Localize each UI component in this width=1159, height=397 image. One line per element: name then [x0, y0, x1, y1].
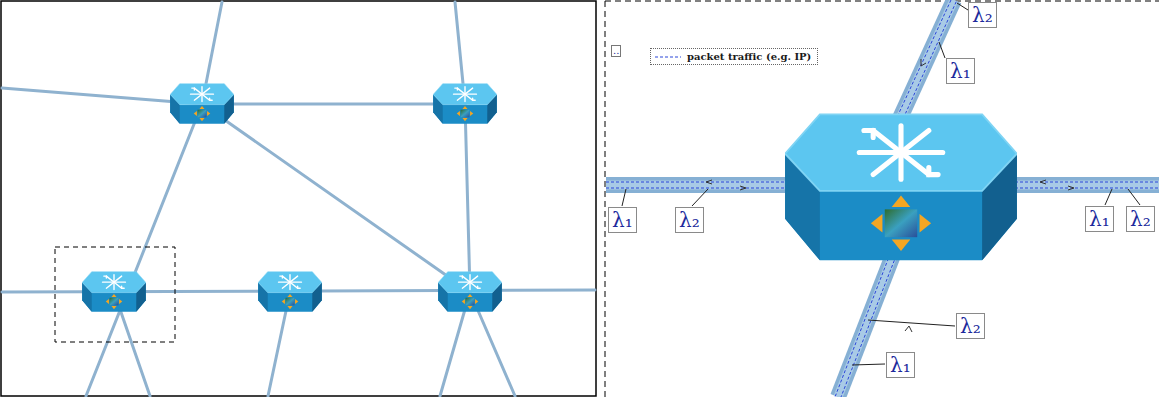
wavelength-box: λ₂ [968, 2, 997, 28]
wavelength-label: λ₁ [890, 353, 911, 377]
wavelength-label: λ₁ [950, 59, 971, 83]
wavelength-box: λ₂ [956, 313, 985, 339]
wavelength-label: λ₂ [679, 208, 700, 232]
wavelength-box: λ₂ [1126, 206, 1155, 232]
wavelength-label: λ₁ [612, 208, 633, 232]
wavelength-box: λ₁ [1085, 206, 1114, 232]
wavelength-box: λ₂ [675, 207, 704, 233]
wavelength-label: λ₁ [1089, 207, 1110, 231]
legend-marker: .. [611, 45, 621, 57]
wavelength-box: λ₁ [608, 207, 637, 233]
wavelength-label: λ₂ [1130, 207, 1151, 231]
wavelength-box: λ₁ [946, 58, 975, 84]
legend-line-sample [655, 53, 681, 61]
wavelength-label: λ₂ [960, 314, 981, 338]
wavelength-box: λ₁ [886, 352, 915, 378]
wavelength-label: λ₂ [972, 3, 993, 27]
legend-box: packet traffic (e.g. IP) [650, 48, 818, 65]
legend-text: packet traffic (e.g. IP) [687, 51, 811, 62]
